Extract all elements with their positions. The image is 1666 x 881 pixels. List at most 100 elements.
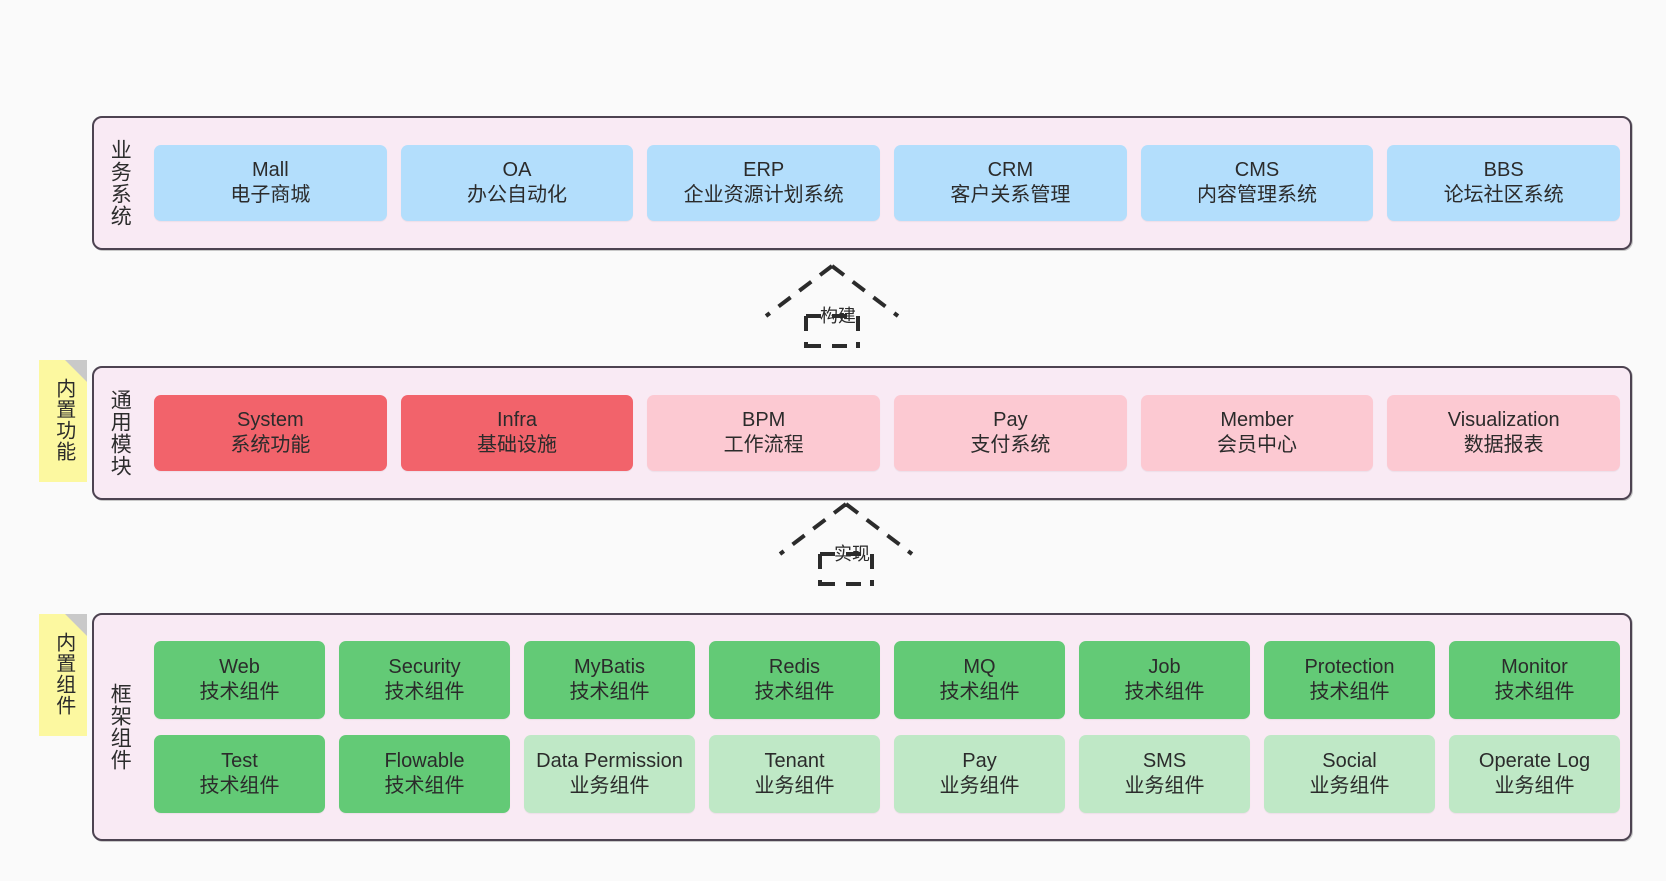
module-box-name: Social [1322,749,1377,772]
module-box-name: Redis [768,655,821,678]
module-box-desc: 业务组件 [1494,775,1575,797]
module-box-name: System [236,408,304,431]
module-box-system[interactable]: System 系统功能 [154,395,387,471]
module-box-protection[interactable]: Protection 技术组件 [1264,641,1435,719]
module-box-name: Pay [993,408,1028,431]
module-box-name: Web [219,655,260,678]
module-box-desc: 办公自动化 [467,184,567,206]
layer-business-title: 业务系统 [108,139,132,227]
module-box-name: Test [221,749,258,772]
module-box-name: Monitor [1501,655,1568,678]
module-box-test[interactable]: Test 技术组件 [154,735,325,813]
module-box-desc: 会员中心 [1217,434,1298,456]
module-box-name: Member [1220,408,1294,431]
module-box-visualization[interactable]: Visualization 数据报表 [1387,395,1621,471]
module-box-operate-log[interactable]: Operate Log 业务组件 [1449,735,1620,813]
module-box-name: Pay [962,749,997,772]
module-box-name: ERP [743,158,785,181]
module-box-desc: 技术组件 [1494,681,1575,703]
module-box-data-permission[interactable]: Data Permission 业务组件 [524,735,695,813]
module-box-name: Infra [496,408,538,431]
module-box-security[interactable]: Security 技术组件 [339,641,510,719]
module-box-name: MQ [963,655,996,678]
module-box-desc: 数据报表 [1463,434,1544,456]
module-box-flowable[interactable]: Flowable 技术组件 [339,735,510,813]
module-box-job[interactable]: Job 技术组件 [1079,641,1250,719]
sticky-note-builtin-features-label: 内置功能 [52,378,75,462]
module-box-monitor[interactable]: Monitor 技术组件 [1449,641,1620,719]
module-box-crm[interactable]: CRM 客户关系管理 [894,145,1127,221]
module-box-desc: 技术组件 [199,775,280,797]
module-box-mybatis[interactable]: MyBatis 技术组件 [524,641,695,719]
module-box-desc: 客户关系管理 [950,184,1071,206]
module-box-name: MyBatis [573,655,646,678]
implement-arrowhead [778,502,914,556]
module-box-name: CRM [987,158,1034,181]
module-box-sms[interactable]: SMS 业务组件 [1079,735,1250,813]
module-box-tenant[interactable]: Tenant 业务组件 [709,735,880,813]
module-box-desc: 内容管理系统 [1197,184,1318,206]
module-box-desc: 支付系统 [970,434,1051,456]
module-box-name: Tenant [764,749,825,772]
layer-common-title: 通用模块 [108,389,132,477]
sticky-note-builtin-components-label: 内置组件 [52,632,75,716]
module-box-redis[interactable]: Redis 技术组件 [709,641,880,719]
module-box-desc: 业务组件 [569,775,650,797]
module-box-name: Data Permission [536,749,683,772]
module-box-social[interactable]: Social 业务组件 [1264,735,1435,813]
module-box-desc: 技术组件 [199,681,280,703]
module-box-pay[interactable]: Pay 支付系统 [894,395,1127,471]
module-box-desc: 工作流程 [723,434,804,456]
module-box-desc: 系统功能 [230,434,311,456]
sticky-note-builtin-features: 内置功能 [39,360,87,482]
connector-implement-label: 实现 [834,544,870,564]
module-box-desc: 论坛社区系统 [1443,184,1564,206]
module-box-cms[interactable]: CMS 内容管理系统 [1140,145,1374,221]
module-box-desc: 技术组件 [754,681,835,703]
module-box-name: Visualization [1447,408,1560,431]
module-box-member[interactable]: Member 会员中心 [1140,395,1374,471]
module-box-desc: 电子商城 [230,184,311,206]
build-arrow-shaft [804,314,860,348]
module-box-desc: 技术组件 [1124,681,1205,703]
implement-arrow-shaft [818,552,874,586]
module-box-desc: 业务组件 [754,775,835,797]
module-box-name: Job [1148,655,1181,678]
module-box-name: Operate Log [1478,749,1591,772]
module-box-name: CMS [1234,158,1280,181]
module-box-desc: 业务组件 [1309,775,1390,797]
connector-build-label: 构建 [820,306,856,326]
module-box-desc: 技术组件 [384,681,465,703]
connector-build: 构建 [762,262,902,348]
module-box-name: SMS [1142,749,1187,772]
build-arrowhead [764,264,900,318]
module-box-web[interactable]: Web 技术组件 [154,641,325,719]
module-box-desc: 业务组件 [1124,775,1205,797]
module-box-desc: 基础设施 [477,434,557,456]
module-box-infra[interactable]: Infra 基础设施 [400,395,634,471]
module-box-name: Security [388,655,461,678]
module-box-desc: 技术组件 [1309,681,1390,703]
module-box-name: Flowable [384,749,465,772]
module-box-desc: 技术组件 [384,775,465,797]
module-box-name: Protection [1304,655,1395,678]
module-box-desc: 技术组件 [569,681,650,703]
